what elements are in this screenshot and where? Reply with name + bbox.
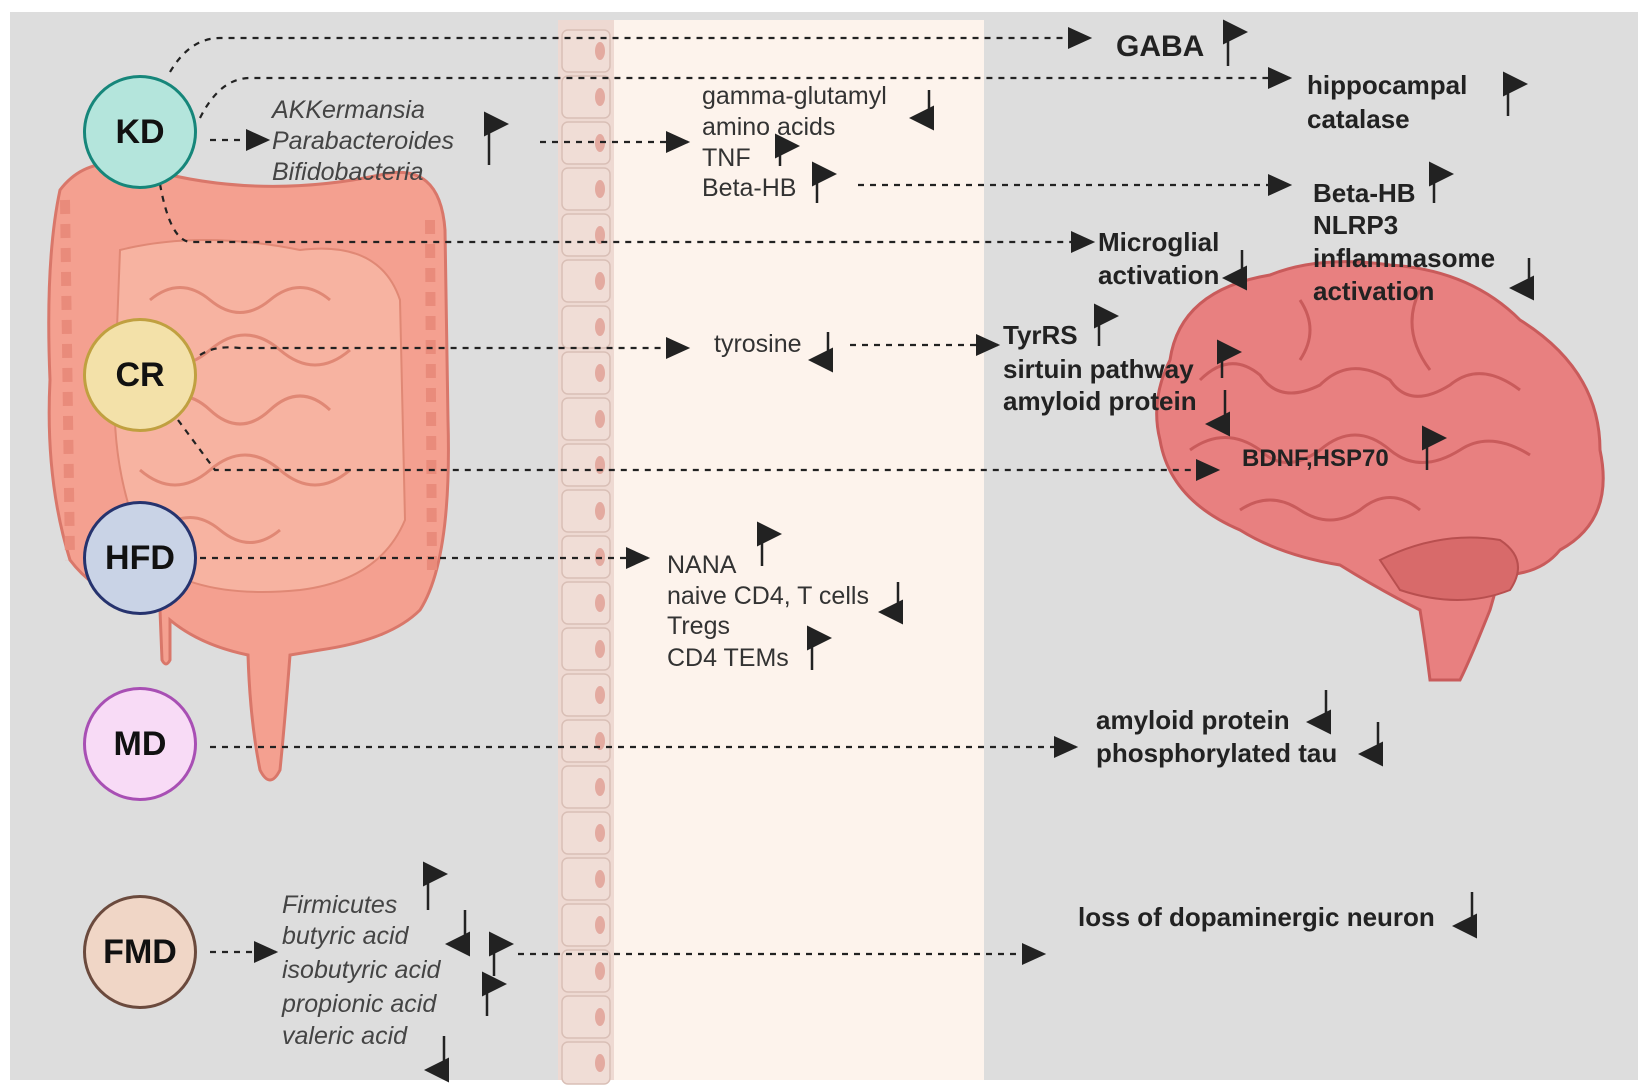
cr-brain-3: amyloid protein: [1003, 386, 1197, 416]
barrier-cell-nucleus: [595, 364, 605, 382]
barrier-cell-nucleus: [595, 824, 605, 842]
barrier-cell: [561, 581, 611, 625]
barrier-cell-nucleus: [595, 916, 605, 934]
barrier-cell: [561, 121, 611, 165]
barrier-cell-nucleus: [595, 870, 605, 888]
cr-circle: CR: [83, 318, 197, 432]
barrier-cell: [561, 1041, 611, 1085]
circulation-band: [584, 20, 984, 1080]
barrier-cell: [561, 29, 611, 73]
cr-to-bdnf-arrow: [177, 419, 1221, 481]
barrier-cell-nucleus: [595, 640, 605, 658]
connectors: [158, 26, 1293, 965]
barrier-cell: [561, 857, 611, 901]
barrier-cell: [561, 673, 611, 717]
kd-to-gaba-arrow: [169, 26, 1093, 73]
bdnf-label: BDNF,HSP70: [1242, 445, 1389, 472]
tyrosine-label: tyrosine: [714, 330, 802, 358]
barrier-cell-nucleus: [595, 88, 605, 106]
fmd-bacteria-5: valeric acid: [282, 1022, 408, 1050]
barrier-cell-nucleus: [595, 410, 605, 428]
brain-illustration: [1155, 260, 1605, 682]
md-brain-2: phosphorylated tau: [1096, 738, 1338, 768]
kd-to-catalase-arrow: [199, 67, 1293, 119]
brain-betahb-1: Beta-HB: [1313, 178, 1416, 208]
barrier-cell-nucleus: [595, 502, 605, 520]
change-arrows: [423, 19, 1534, 1083]
barrier-cell: [561, 719, 611, 763]
kd-gut-4: Beta-HB: [702, 174, 797, 202]
md-brain-1: amyloid protein: [1096, 705, 1290, 735]
barrier-cell-nucleus: [595, 962, 605, 980]
barrier-cell: [561, 351, 611, 395]
cr-to-tyrosine-arrow: [199, 337, 691, 359]
barrier-cell-nucleus: [595, 42, 605, 60]
barrier-cells: [561, 29, 611, 1085]
barrier-cell-nucleus: [595, 180, 605, 198]
microglia-2: activation: [1098, 260, 1220, 290]
barrier-cell-nucleus: [595, 318, 605, 336]
fmd-bacteria-1: Firmicutes: [282, 891, 398, 919]
barrier-cell-nucleus: [595, 456, 605, 474]
barrier-cell-nucleus: [595, 226, 605, 244]
barrier-cell-nucleus: [595, 778, 605, 796]
fmd-circle: FMD: [83, 895, 197, 1009]
kd-gut-2: amino acids: [702, 113, 836, 141]
fmd-bacteria-4: propionic acid: [282, 990, 437, 1018]
kd-gut-3: TNF: [702, 144, 751, 172]
barrier-cell-nucleus: [595, 686, 605, 704]
cr-brain-2: sirtuin pathway: [1003, 354, 1194, 384]
barrier-cell: [561, 765, 611, 809]
barrier-cell: [561, 259, 611, 303]
barrier-cell: [561, 995, 611, 1039]
barrier-cell: [561, 903, 611, 947]
kd-bacteria-2: Parabacteroides: [272, 127, 455, 155]
hfd-gut-2: naive CD4, T cells: [667, 582, 869, 610]
hfd-circle: HFD: [83, 501, 197, 615]
kd-bacteria-3: Bifidobacteria: [272, 158, 424, 186]
catalase-label-2: catalase: [1307, 104, 1410, 134]
barrier-cell-nucleus: [595, 1054, 605, 1072]
intestine-illustration: [47, 161, 450, 782]
barrier-cell: [561, 75, 611, 119]
barrier-cell: [561, 627, 611, 671]
brain-betahb-2: NLRP3: [1313, 210, 1399, 240]
fmd-bacteria-2: butyric acid: [282, 922, 409, 950]
microglia-1: Microglial: [1098, 227, 1220, 257]
barrier-cell: [561, 167, 611, 211]
kd-bacteria-1: AKKermansia: [272, 96, 425, 124]
barrier-cell: [561, 213, 611, 257]
cr-brain-1: TyrRS: [1003, 320, 1078, 350]
dopamine-label: loss of dopaminergic neuron: [1078, 902, 1435, 932]
barrier-cell: [561, 811, 611, 855]
barrier-cell: [561, 949, 611, 993]
barrier-cell: [561, 489, 611, 533]
barrier-cell: [561, 397, 611, 441]
brain-betahb-4: activation: [1313, 276, 1435, 306]
md-circle: MD: [83, 687, 197, 801]
catalase-label-1: hippocampal: [1307, 70, 1468, 100]
barrier-cell: [561, 443, 611, 487]
kd-gut-1: gamma-glutamyl: [702, 82, 887, 110]
brain-betahb-3: inflammasome: [1313, 243, 1496, 273]
barrier-cell-nucleus: [595, 594, 605, 612]
hfd-gut-4: CD4 TEMs: [667, 644, 789, 672]
gaba-label: GABA: [1116, 30, 1205, 63]
kd-circle: KD: [83, 75, 197, 189]
barrier-cell-nucleus: [595, 272, 605, 290]
hfd-gut-1: NANA: [667, 551, 737, 579]
hfd-gut-3: Tregs: [667, 612, 730, 640]
barrier-cell-nucleus: [595, 1008, 605, 1026]
barrier-cell-nucleus: [595, 732, 605, 750]
fmd-bacteria-3: isobutyric acid: [282, 956, 441, 984]
